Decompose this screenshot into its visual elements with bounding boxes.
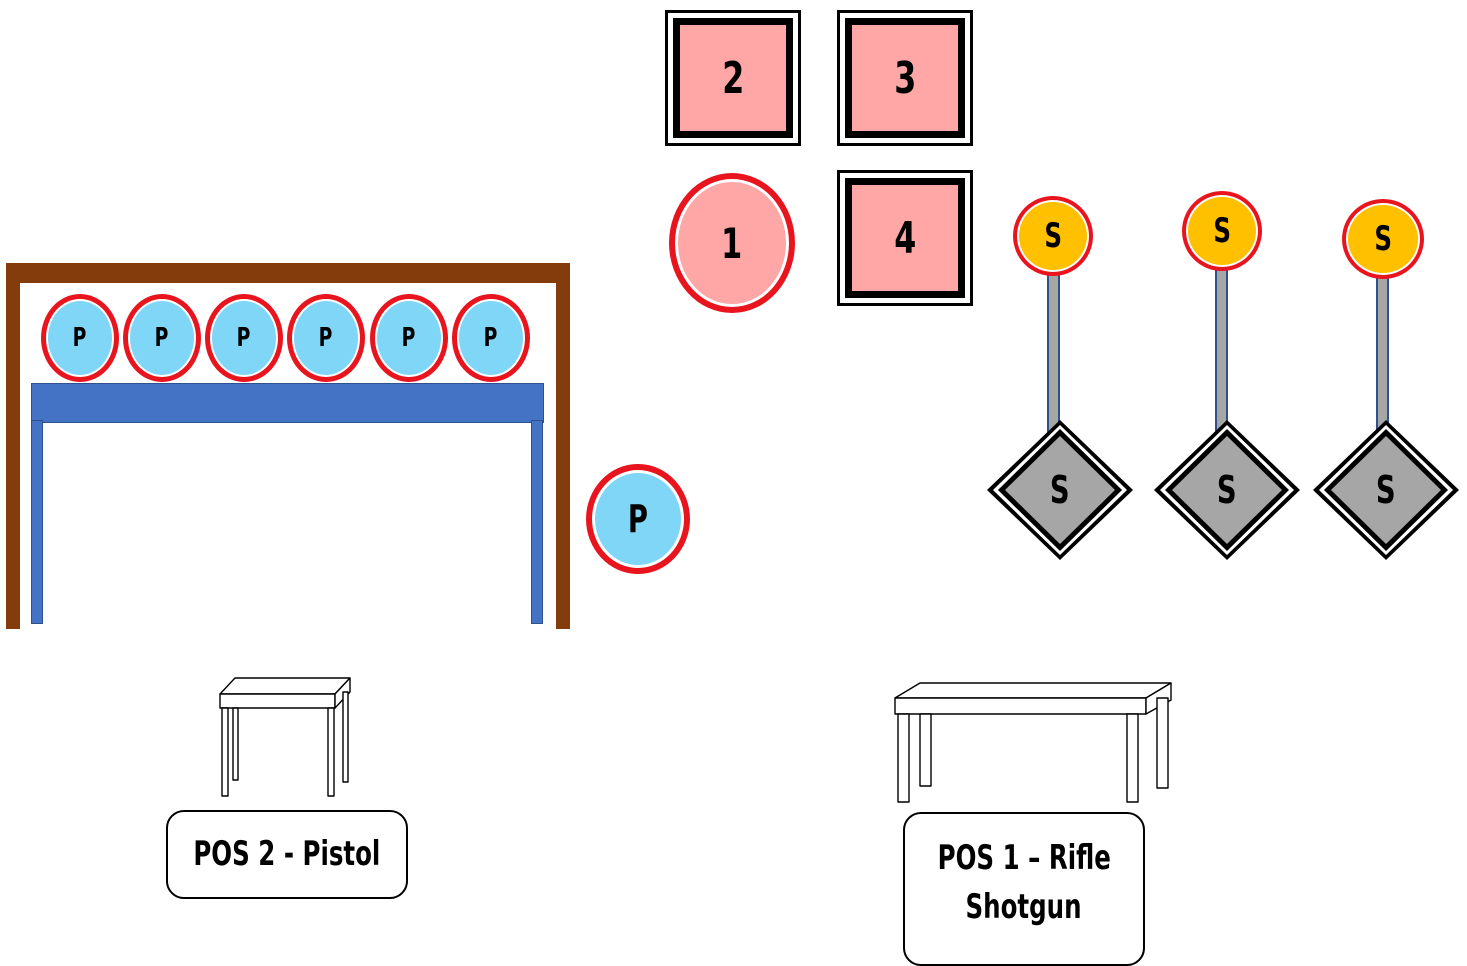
shotgun-round-target: S: [1342, 199, 1424, 279]
rack-table-top: [31, 383, 544, 423]
position-1-text-line2: Shotgun: [966, 887, 1082, 927]
target-number-4: 4: [893, 212, 917, 264]
shotgun-diamond-label-wrap: S: [1025, 465, 1095, 515]
square-target-3: 3: [837, 10, 973, 146]
pistol-target: P: [452, 294, 530, 382]
pistol-target-label: P: [402, 323, 416, 353]
position-2-text: POS 2 - Pistol: [193, 833, 381, 874]
round-target-1: 1: [669, 173, 795, 313]
target-number-3: 3: [893, 52, 917, 104]
pistol-target-label: P: [155, 323, 169, 353]
rack-table-right-leg: [531, 420, 543, 624]
rack-top-bar: [6, 263, 570, 283]
pistol-target: P: [205, 294, 283, 382]
target-number-2: 2: [721, 52, 745, 104]
position-1-label: POS 1 – Rifle Shotgun: [903, 812, 1145, 966]
pistol-target-label: P: [73, 323, 87, 353]
rack-right-post: [556, 263, 570, 629]
pistol-target-label: P: [319, 323, 333, 353]
shotgun-diamond-target: [987, 420, 1133, 560]
shotgun-stand-stem: [1047, 270, 1060, 435]
pistol-target-label: P: [627, 497, 649, 541]
pistol-target-standalone: P: [586, 464, 690, 574]
shotgun-diamond-label-wrap: S: [1192, 465, 1262, 515]
shotgun-round-target: S: [1013, 196, 1093, 276]
target-number-1: 1: [721, 218, 743, 268]
shotgun-diamond-target-label: S: [1217, 468, 1237, 512]
shotgun-diamond-label-wrap: S: [1351, 465, 1421, 515]
rack-left-post: [6, 263, 20, 629]
rack-table-left-leg: [31, 420, 43, 624]
shotgun-diamond-target-label: S: [1050, 468, 1070, 512]
pistol-target: P: [287, 294, 365, 382]
rifle-shotgun-shooting-table: [894, 682, 1172, 803]
pistol-target: P: [41, 294, 119, 382]
shotgun-stand-stem: [1376, 272, 1389, 435]
shotgun-round-target-label: S: [1374, 219, 1392, 259]
pistol-shooting-table: [219, 677, 351, 797]
shotgun-diamond-target: [1154, 420, 1300, 560]
pistol-target-label: P: [237, 323, 251, 353]
shotgun-stand-stem: [1215, 265, 1228, 435]
shotgun-round-target-label: S: [1044, 216, 1062, 256]
shotgun-round-target-label: S: [1213, 211, 1231, 251]
square-target-4: 4: [837, 170, 973, 306]
position-2-label: POS 2 - Pistol: [166, 810, 408, 899]
shotgun-diamond-target-label: S: [1376, 468, 1396, 512]
pistol-target-label: P: [484, 323, 498, 353]
square-target-2: 2: [665, 10, 801, 146]
position-1-text-line1: POS 1 – Rifle: [937, 837, 1111, 878]
pistol-target: P: [123, 294, 201, 382]
shotgun-diamond-target: [1313, 420, 1459, 560]
pistol-target: P: [370, 294, 448, 382]
shotgun-round-target: S: [1182, 191, 1262, 271]
